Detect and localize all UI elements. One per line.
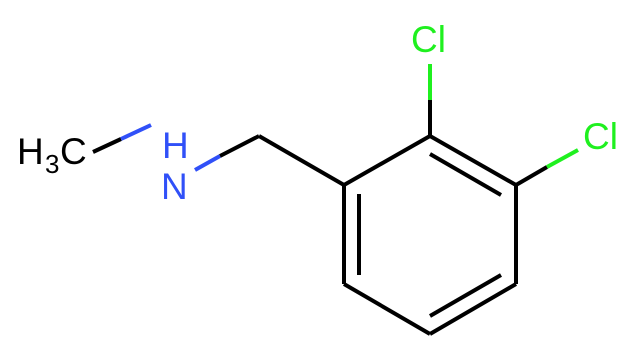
methyl-subscript-label: 3 [45,149,59,179]
bond-ring-chlorine-2-carbon-side [514,165,549,187]
bonds [92,64,579,336]
methyl-carbon-label: C [60,131,87,172]
bond-nitrogen-methylene-carbon-side [219,134,260,158]
bond-methyl-nitrogen-nitrogen-side [120,123,152,141]
ring-bond-c4-c5 [428,282,518,336]
bond-methylene-ring [258,134,345,187]
chlorine-2-label: Cl [583,116,618,157]
bond-ring-chlorine-2-chlorine-side [546,148,579,169]
chlorine-1-label: Cl [411,19,446,60]
ring-bond-c1-c2 [343,134,431,187]
methyl-hydrogen-label: H [17,131,44,172]
ring-bond-c5-c6 [342,282,432,336]
bond-nitrogen-methylene-nitrogen-side [194,154,221,172]
nitrogen-hydrogen-label: H [162,125,189,166]
ring-bond-c2-c3 [429,134,517,187]
ring-double-bond-c2-c3 [428,152,503,197]
nitrogen-label: N [161,166,188,207]
ring-double-bond-c4-c5 [428,273,503,318]
bond-methyl-nitrogen-carbon-side [92,137,122,154]
atom-labels: H 3 C H N Cl Cl [17,19,618,207]
